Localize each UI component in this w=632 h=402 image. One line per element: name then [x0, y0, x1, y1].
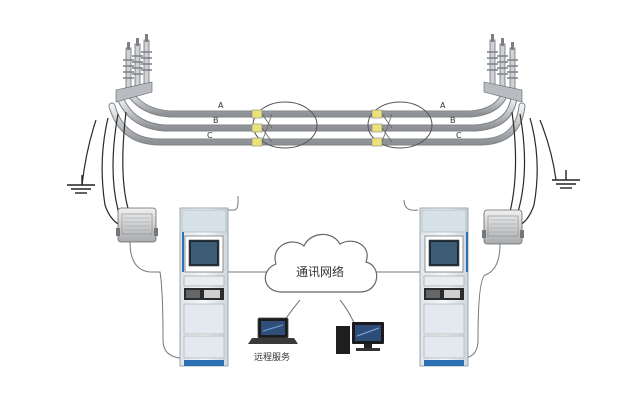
phase-label-left-b: B — [213, 116, 219, 125]
network-label: 通讯网络 — [296, 264, 344, 279]
monitoring-cabinet-left — [179, 207, 229, 367]
sensor-box-left — [116, 207, 158, 243]
cable-termination-left — [115, 34, 153, 103]
cable-phase-b — [117, 95, 517, 131]
desktop-computer-icon — [336, 322, 384, 354]
phase-label-right-a: A — [440, 101, 446, 110]
remote-service-label: 远程服务 — [254, 351, 290, 363]
communication-network-cloud — [264, 233, 378, 293]
monitoring-cabinet-right — [419, 207, 469, 367]
ground-symbol-right — [552, 170, 580, 189]
cable-phase-c — [109, 103, 525, 145]
phase-label-left-c: C — [207, 131, 213, 140]
phase-label-left-a: A — [218, 101, 224, 110]
phase-label-right-c: C — [456, 131, 462, 140]
laptop-icon — [248, 317, 298, 344]
cross-bonding-joint-right — [367, 101, 433, 149]
cable-bundle — [108, 86, 526, 146]
ground-symbol-left — [67, 175, 95, 194]
cross-bonding-joint-left — [251, 101, 318, 149]
cable-phase-a — [125, 87, 509, 117]
grounding-leads-right — [505, 111, 557, 227]
sensor-box-right — [482, 209, 524, 245]
phase-label-right-b: B — [450, 116, 456, 125]
cable-termination-right — [483, 34, 523, 103]
